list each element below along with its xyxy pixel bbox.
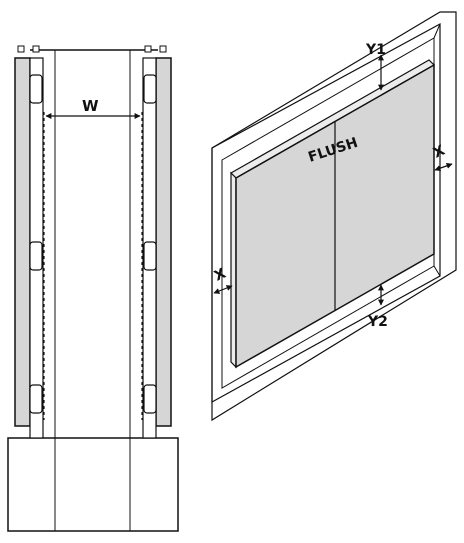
left-hinge-bottom: [29, 384, 43, 414]
perspective-view: FLUSH Y1 Y2 X X: [211, 11, 457, 422]
right-hinge-mid: [143, 241, 157, 271]
left-hinge-top: [29, 74, 43, 104]
right-frame: [155, 57, 172, 427]
recess-depth-edge: [433, 23, 441, 39]
right-clip-2: [159, 45, 167, 53]
right-clip: [144, 45, 152, 53]
left-clip-2: [32, 45, 40, 53]
left-hinge-mid: [29, 241, 43, 271]
y1-label: Y1: [365, 42, 386, 58]
x-left-dimension-arrow: [213, 285, 233, 294]
y2-label: Y2: [367, 314, 388, 330]
left-frame: [14, 57, 31, 427]
recess-depth-edge-2: [433, 265, 441, 277]
right-hinge-top: [143, 74, 157, 104]
left-clip: [17, 45, 25, 53]
x-right-dimension-arrow: [434, 162, 453, 172]
base-box: [7, 437, 179, 532]
width-label: W: [82, 97, 99, 115]
section-view: W: [7, 45, 179, 532]
right-hinge-bottom: [143, 384, 157, 414]
